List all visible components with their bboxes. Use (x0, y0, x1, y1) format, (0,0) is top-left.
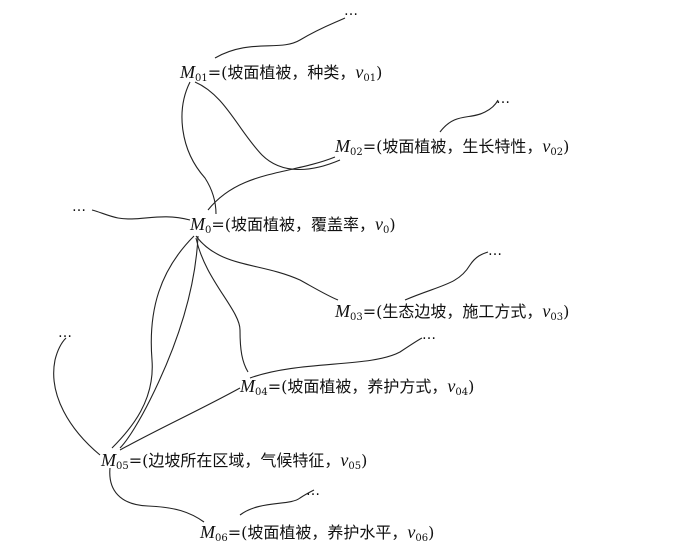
ellipsis-top: … (344, 3, 359, 19)
edge-m04-ellipsis (249, 337, 423, 379)
ellipsis-m06: … (306, 483, 321, 499)
ellipsis-m05-left: … (58, 325, 73, 341)
edge-m01-m0-right (194, 81, 341, 171)
node-m06: M06=(坡面植被，养护水平，v06) (200, 522, 435, 544)
node-m05: M05=(边坡所在区域，气候特征，v05) (101, 450, 368, 472)
node-m0: M0=(坡面植被，覆盖率，v0) (190, 214, 396, 236)
edge-m03-ellipsis (404, 251, 489, 301)
edge-m05-ellipsis (53, 337, 101, 456)
edge-m01-ellipsis (214, 17, 346, 59)
edge-m06-ellipsis (239, 489, 315, 516)
node-m04: M04=(坡面植被，养护方式，v04) (240, 376, 475, 398)
edge-m0-m05-a (111, 235, 195, 449)
edge-m0-ellipsis (91, 209, 191, 221)
node-m01: M01=(坡面植被，种类，v01) (180, 62, 383, 84)
ellipsis-m0-left: … (72, 199, 87, 215)
edge-m02-m0 (207, 156, 336, 211)
ellipsis-m03: … (488, 243, 503, 259)
edge-m0-m04-a (195, 237, 249, 373)
edge-m05-m06 (109, 467, 205, 523)
node-m02: M02=(坡面植被，生长特性，v02) (335, 136, 570, 158)
node-m03: M03=(生态边坡，施工方式，v03) (335, 301, 570, 323)
edge-m02-ellipsis (439, 99, 499, 133)
edge-m04-m05 (119, 387, 241, 451)
edge-m01-m0-left (181, 81, 217, 215)
ellipsis-m04: … (422, 327, 437, 343)
ellipsis-m02: … (496, 91, 511, 107)
edge-m0-m03 (195, 235, 339, 301)
edge-m0-m05-b (119, 235, 199, 449)
